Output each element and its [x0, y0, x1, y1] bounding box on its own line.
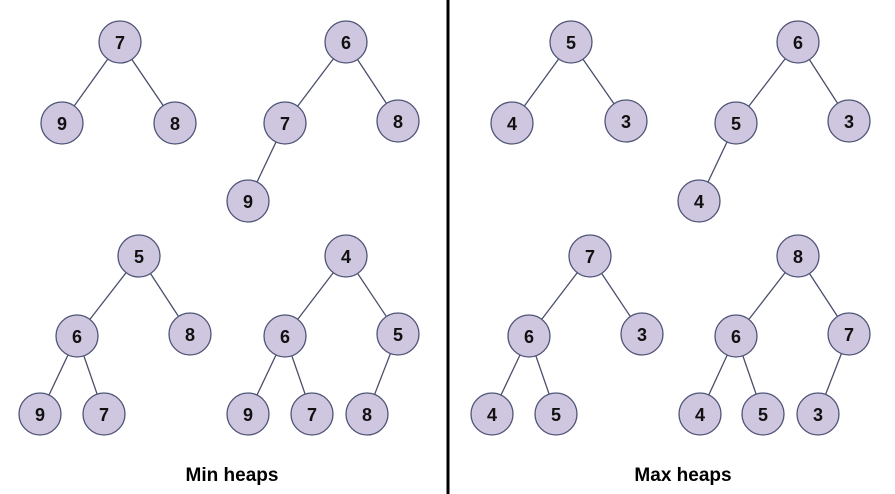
- heap-node-value: 6: [72, 327, 82, 347]
- heap-node-value: 9: [35, 405, 45, 425]
- heap-node: [226, 179, 270, 223]
- heap-node-value: 6: [280, 327, 290, 347]
- min-heap-2: 6 7 8 9: [226, 20, 420, 223]
- heap-node: [776, 234, 820, 278]
- heap-node: [263, 314, 307, 358]
- min-heap-3: 5 6 8 9 7: [18, 234, 212, 436]
- heap-node-value: 5: [731, 114, 741, 134]
- heap-node-value: 3: [621, 112, 631, 132]
- heap-node-value: 4: [507, 114, 517, 134]
- heap-node: [226, 392, 270, 436]
- heap-node: [376, 312, 420, 356]
- heap-node-value: 8: [793, 247, 803, 267]
- max-heap-1: 5 4 3: [490, 20, 648, 145]
- heap-node: [534, 392, 578, 436]
- heap-node: [507, 314, 551, 358]
- heap-node: [153, 101, 197, 145]
- heap-node-value: 8: [170, 114, 180, 134]
- heap-node-value: 3: [637, 325, 647, 345]
- heap-node: [776, 20, 820, 64]
- heap-node-value: 9: [243, 192, 253, 212]
- heap-node-value: 5: [758, 405, 768, 425]
- heap-node: [827, 312, 871, 356]
- heap-node: [263, 101, 307, 145]
- heap-node: [470, 392, 514, 436]
- heap-node: [376, 99, 420, 143]
- heap-node: [18, 392, 62, 436]
- heap-node-value: 4: [341, 247, 351, 267]
- heap-node-value: 4: [487, 405, 497, 425]
- heap-node: [290, 392, 334, 436]
- heap-node: [604, 99, 648, 143]
- heap-node: [98, 20, 142, 64]
- heap-node-value: 8: [362, 405, 372, 425]
- heap-node: [741, 392, 785, 436]
- max-heap-2: 6 5 3 4: [677, 20, 871, 223]
- heap-node-value: 7: [99, 405, 109, 425]
- heap-node: [40, 101, 84, 145]
- heap-node: [490, 101, 534, 145]
- heap-node: [345, 392, 389, 436]
- heap-node: [55, 314, 99, 358]
- heap-node-value: 7: [844, 325, 854, 345]
- heap-node-value: 5: [134, 247, 144, 267]
- heap-node: [620, 312, 664, 356]
- heap-node-value: 7: [280, 114, 290, 134]
- heap-node: [324, 234, 368, 278]
- heap-node: [82, 392, 126, 436]
- heap-node-value: 4: [695, 405, 705, 425]
- heap-node: [117, 234, 161, 278]
- heap-node-value: 7: [585, 247, 595, 267]
- heap-node: [324, 20, 368, 64]
- min-heap-1: 7 9 8: [40, 20, 197, 145]
- min-heaps-caption: Min heaps: [185, 465, 279, 486]
- heap-node-value: 9: [57, 114, 67, 134]
- max-heap-4: 8 6 7 4 5 3: [678, 234, 871, 436]
- heap-node-value: 6: [341, 33, 351, 53]
- max-heaps-caption: Max heaps: [634, 465, 732, 486]
- heap-node-value: 4: [694, 192, 704, 212]
- max-heap-3: 7 6 3 4 5: [470, 234, 664, 436]
- heap-node: [714, 314, 758, 358]
- heap-node-value: 6: [793, 33, 803, 53]
- heap-node-value: 6: [524, 327, 534, 347]
- heap-node-value: 8: [393, 112, 403, 132]
- heap-node-value: 6: [731, 327, 741, 347]
- heap-node-value: 5: [566, 33, 576, 53]
- heap-node: [568, 234, 612, 278]
- heap-node-value: 9: [243, 405, 253, 425]
- heap-node-value: 5: [551, 405, 561, 425]
- heap-node-value: 5: [393, 325, 403, 345]
- heap-node: [678, 392, 722, 436]
- heap-node: [677, 179, 721, 223]
- heap-node-value: 3: [844, 112, 854, 132]
- heap-node-value: 8: [185, 325, 195, 345]
- min-heap-4: 4 6 5 9 7 8: [226, 234, 420, 436]
- heap-node-value: 7: [115, 33, 125, 53]
- heap-node-value: 3: [813, 405, 823, 425]
- heap-node: [168, 312, 212, 356]
- heap-node: [714, 101, 758, 145]
- heap-node: [549, 20, 593, 64]
- heap-node-value: 7: [307, 405, 317, 425]
- heap-node: [827, 99, 871, 143]
- heap-node: [796, 392, 840, 436]
